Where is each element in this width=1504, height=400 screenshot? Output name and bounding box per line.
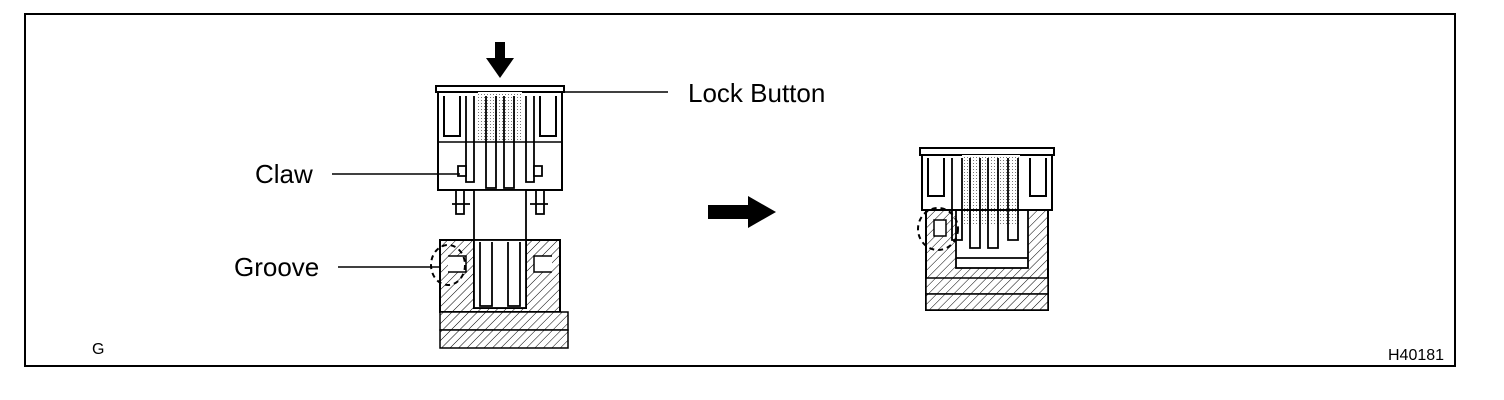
claw-in-groove-circle [917,207,959,251]
groove-label: Groove [234,252,320,282]
press-down-arrow-icon [486,42,514,78]
figure-frame [24,13,1456,367]
groove-highlight-circle [430,244,466,286]
transition-arrow-icon [708,196,776,228]
lock-button-after [919,147,1055,259]
lock-button-label: Lock Button [688,78,826,108]
corner-left-label: G [92,341,105,358]
claw-label: Claw [255,159,313,189]
lock-button-before [435,85,565,241]
mount-base-before [439,239,569,349]
figure-code-label: H40181 [1388,347,1445,364]
